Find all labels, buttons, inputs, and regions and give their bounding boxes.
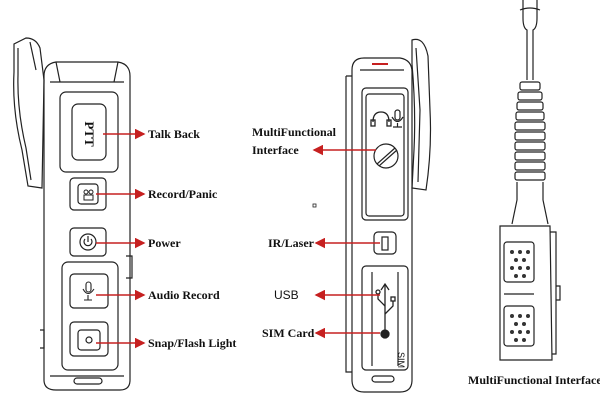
label-ir-laser: IR/Laser xyxy=(268,236,315,250)
label-multifunctional-line1: MultiFunctional xyxy=(252,125,337,139)
label-power: Power xyxy=(148,236,181,250)
connector-pins xyxy=(510,250,530,342)
device-body xyxy=(43,61,131,391)
label-record-panic: Record/Panic xyxy=(148,187,218,201)
left-callout-arrows xyxy=(96,128,146,349)
usb-icon xyxy=(375,282,396,339)
belt-clip xyxy=(13,37,45,189)
microphone-icon xyxy=(82,281,95,301)
label-snap-flash-light: Snap/Flash Light xyxy=(148,336,236,350)
ptt-key-label: PTT xyxy=(82,121,97,147)
sim-slot-label: SIM xyxy=(396,352,406,368)
small-marker xyxy=(312,203,317,208)
record-icon xyxy=(83,189,94,201)
multifunctional-connector xyxy=(499,0,561,361)
headphone-icon xyxy=(370,111,392,127)
front-view-device xyxy=(13,37,133,391)
label-talk-back: Talk Back xyxy=(148,127,200,141)
side-view-device xyxy=(345,38,432,393)
label-multifunctional-line2: Interface xyxy=(252,143,299,157)
belt-clip-side xyxy=(411,38,432,191)
device-body-side xyxy=(351,57,413,393)
label-sim-card: SIM Card xyxy=(262,326,315,340)
caption-multifunctional-interface: MultiFunctional Interface xyxy=(468,373,600,387)
label-audio-record: Audio Record xyxy=(148,288,220,302)
middle-callout-arrows xyxy=(312,144,380,339)
microphone-icon-side xyxy=(391,109,404,128)
label-usb: USB xyxy=(274,288,299,302)
power-icon xyxy=(83,236,93,247)
